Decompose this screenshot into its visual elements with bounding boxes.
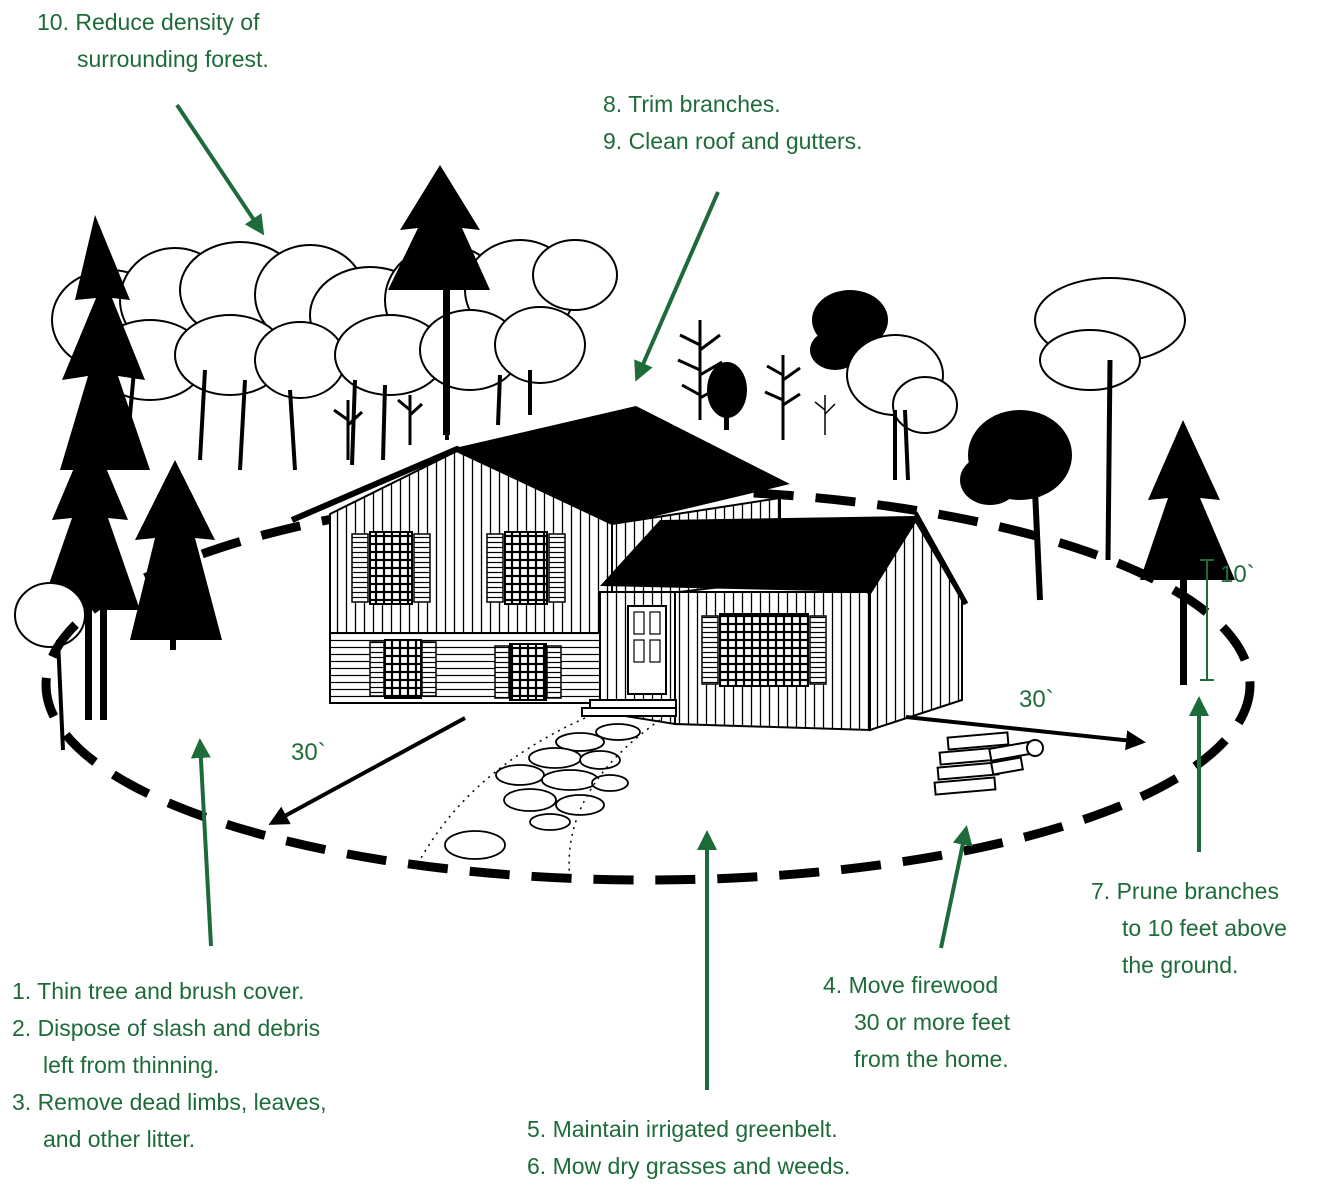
- front-steps: [581, 699, 677, 717]
- tall-deciduous-tree: [1034, 277, 1186, 561]
- pointer-arrow-roof: [634, 191, 720, 382]
- label-thin-dispose-remove: 1. Thin tree and brush cover. 2. Dispose…: [12, 973, 327, 1158]
- height-measure: [1200, 559, 1214, 681]
- label-line: 10. Reduce density of: [37, 9, 260, 35]
- dark-deciduous-tree: [810, 290, 888, 370]
- small-deciduous-tree: [14, 582, 86, 751]
- label-line: 7. Prune branches: [1091, 878, 1279, 904]
- window: [351, 531, 431, 605]
- window: [494, 643, 562, 701]
- label-line: 8. Trim branches.: [603, 91, 781, 117]
- label-line: 30 or more feet: [854, 1009, 1010, 1035]
- label-line: and other litter.: [43, 1126, 196, 1152]
- distance-arrow-left: [268, 716, 466, 825]
- conifer-tree-right: [1140, 420, 1235, 685]
- label-line: 1. Thin tree and brush cover.: [12, 978, 305, 1004]
- conifer-tree: [130, 460, 222, 650]
- wing-roof: [600, 516, 915, 592]
- window: [701, 613, 827, 687]
- label-line: 3. Remove dead limbs, leaves,: [12, 1089, 327, 1115]
- label-line: the ground.: [1122, 952, 1239, 978]
- shrub: [707, 362, 747, 430]
- label-move-firewood: 4. Move firewood 30 or more feet from th…: [823, 967, 1010, 1078]
- label-line: left from thinning.: [43, 1052, 220, 1078]
- window: [369, 639, 437, 699]
- conifer-tree: [388, 165, 490, 435]
- main-roof: [455, 406, 790, 527]
- label-trim-branches-clean-roof: 8. Trim branches. 9. Clean roof and gutt…: [603, 86, 863, 160]
- label-line: 4. Move firewood: [823, 972, 999, 998]
- label-prune-branches: 7. Prune branches to 10 feet above the g…: [1091, 873, 1287, 984]
- bare-tree: [677, 320, 836, 440]
- distance-label-height: 10`: [1220, 561, 1255, 588]
- label-line: to 10 feet above: [1122, 915, 1287, 941]
- label-line: 2. Dispose of slash and debris: [12, 1015, 321, 1041]
- forest-group: [14, 165, 1235, 751]
- label-line: from the home.: [854, 1046, 1009, 1072]
- dark-deciduous-tree: [960, 410, 1072, 601]
- label-line: 6. Mow dry grasses and weeds.: [527, 1153, 851, 1179]
- label-greenbelt-mow: 5. Maintain irrigated greenbelt. 6. Mow …: [527, 1111, 850, 1185]
- distance-arrow-right: [905, 715, 1146, 751]
- firewood-pile: [933, 731, 1044, 796]
- conifer-tree: [40, 430, 140, 720]
- window: [486, 531, 566, 605]
- stone-path: [444, 723, 641, 860]
- deciduous-tree: [846, 334, 958, 481]
- forest-trunks: [123, 359, 532, 471]
- pointer-arrow-firewood: [939, 825, 973, 949]
- label-line: 9. Clean roof and gutters.: [603, 128, 863, 154]
- label-line: surrounding forest.: [77, 46, 269, 72]
- label-line: 5. Maintain irrigated greenbelt.: [527, 1116, 838, 1142]
- pointer-arrow-forest: [175, 103, 265, 236]
- path-edges: [419, 717, 661, 881]
- pointer-arrow-thin: [190, 738, 213, 947]
- label-reduce-forest-density: 10. Reduce density of surrounding forest…: [37, 4, 269, 78]
- distance-label-left: 30`: [291, 739, 326, 766]
- distance-label-right: 30`: [1019, 686, 1054, 713]
- small-bare-tree: [333, 395, 424, 460]
- house: [290, 406, 969, 732]
